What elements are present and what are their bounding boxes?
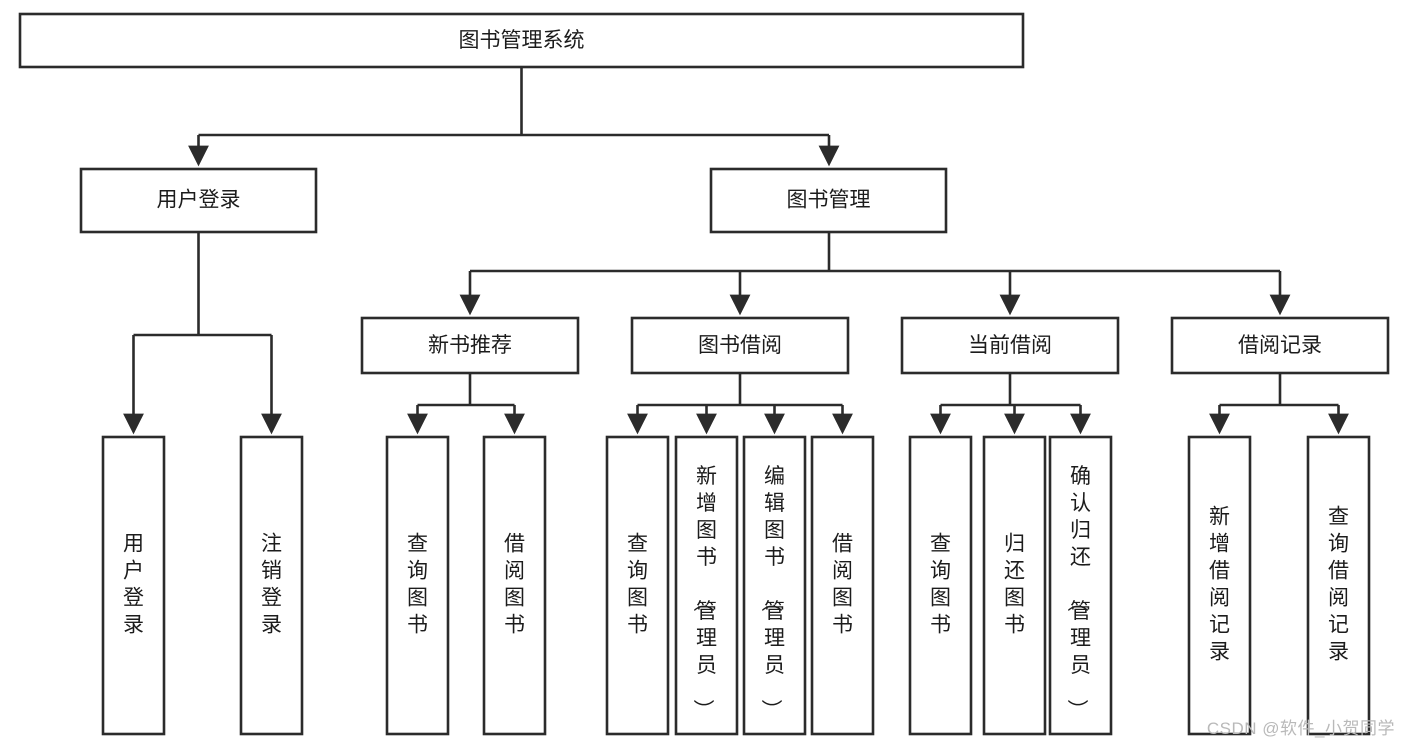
node-leaf-query-book-c-box[interactable] (908, 435, 973, 736)
node-leaf-query-book-rec-label: 查询图书 (407, 533, 428, 637)
node-book-borrow-label: 图书借阅 (698, 334, 782, 357)
node-user-login-label: 用户登录 (157, 189, 241, 212)
node-leaf-query-book-b-box[interactable] (605, 435, 670, 736)
node-leaf-return-book[interactable]: 归还图书 (982, 435, 1047, 736)
node-leaf-query-book-b[interactable]: 查询图书 (605, 435, 670, 736)
node-current-borrow[interactable]: 当前借阅 (900, 316, 1120, 375)
node-leaf-edit-book[interactable]: 编辑图书（管理员） (742, 435, 807, 736)
node-book-borrow-box[interactable] (630, 316, 850, 375)
node-leaf-query-book-rec-box[interactable] (385, 435, 450, 736)
node-leaf-edit-book-label: 编辑图书（管理员） (759, 465, 785, 720)
node-book-manage[interactable]: 图书管理 (709, 167, 948, 234)
node-leaf-add-record[interactable]: 新增借阅记录 (1187, 435, 1252, 736)
node-leaf-user-login-label: 用户登录 (123, 533, 144, 637)
node-leaf-add-record-box[interactable] (1187, 435, 1252, 736)
node-user-login-box[interactable] (79, 167, 318, 234)
node-leaf-borrow-book-b-label: 借阅图书 (832, 533, 853, 637)
node-leaf-logout-label: 注销登录 (261, 533, 282, 637)
node-book-manage-box[interactable] (709, 167, 948, 234)
node-book-borrow[interactable]: 图书借阅 (630, 316, 850, 375)
node-leaf-borrow-book-b[interactable]: 借阅图书 (810, 435, 875, 736)
node-borrow-record-box[interactable] (1170, 316, 1390, 375)
node-leaf-return-book-box[interactable] (982, 435, 1047, 736)
node-leaf-user-login[interactable]: 用户登录 (101, 435, 166, 736)
node-leaf-user-login-box[interactable] (101, 435, 166, 736)
node-leaf-query-book-b-label: 查询图书 (627, 533, 648, 637)
node-leaf-query-record-box[interactable] (1306, 435, 1371, 736)
node-borrow-record[interactable]: 借阅记录 (1170, 316, 1390, 375)
node-leaf-add-record-label: 新增借阅记录 (1209, 506, 1230, 664)
node-current-borrow-box[interactable] (900, 316, 1120, 375)
node-leaf-logout-box[interactable] (239, 435, 304, 736)
node-new-book-rec-box[interactable] (360, 316, 580, 375)
node-user-login[interactable]: 用户登录 (79, 167, 318, 234)
node-leaf-confirm-return[interactable]: 确认归还（管理员） (1048, 435, 1113, 736)
node-leaf-query-book-c-label: 查询图书 (930, 533, 951, 637)
node-leaf-add-book-label: 新增图书（管理员） (691, 465, 717, 720)
node-leaf-add-book-box[interactable] (674, 435, 739, 736)
node-leaf-borrow-book-rec[interactable]: 借阅图书 (482, 435, 547, 736)
node-leaf-query-record-label: 查询借阅记录 (1328, 506, 1349, 664)
node-leaf-edit-book-box[interactable] (742, 435, 807, 736)
node-root-box[interactable] (18, 12, 1025, 69)
node-new-book-rec-label: 新书推荐 (428, 334, 512, 357)
node-new-book-rec[interactable]: 新书推荐 (360, 316, 580, 375)
node-leaf-borrow-book-rec-box[interactable] (482, 435, 547, 736)
node-leaf-query-book-rec[interactable]: 查询图书 (385, 435, 450, 736)
node-leaf-logout[interactable]: 注销登录 (239, 435, 304, 736)
node-root-label: 图书管理系统 (459, 29, 585, 52)
node-leaf-confirm-return-box[interactable] (1048, 435, 1113, 736)
node-current-borrow-label: 当前借阅 (968, 334, 1052, 357)
node-leaf-borrow-book-b-box[interactable] (810, 435, 875, 736)
node-borrow-record-label: 借阅记录 (1238, 334, 1322, 357)
node-book-manage-label: 图书管理 (787, 189, 871, 212)
node-leaf-query-record[interactable]: 查询借阅记录 (1306, 435, 1371, 736)
node-leaf-query-book-c[interactable]: 查询图书 (908, 435, 973, 736)
node-leaf-add-book[interactable]: 新增图书（管理员） (674, 435, 739, 736)
node-leaf-confirm-return-label: 确认归还（管理员） (1065, 465, 1091, 720)
node-leaf-return-book-label: 归还图书 (1004, 533, 1025, 637)
connector-layer (123, 67, 1349, 435)
node-root[interactable]: 图书管理系统 (18, 12, 1025, 69)
node-leaf-borrow-book-rec-label: 借阅图书 (504, 533, 525, 637)
